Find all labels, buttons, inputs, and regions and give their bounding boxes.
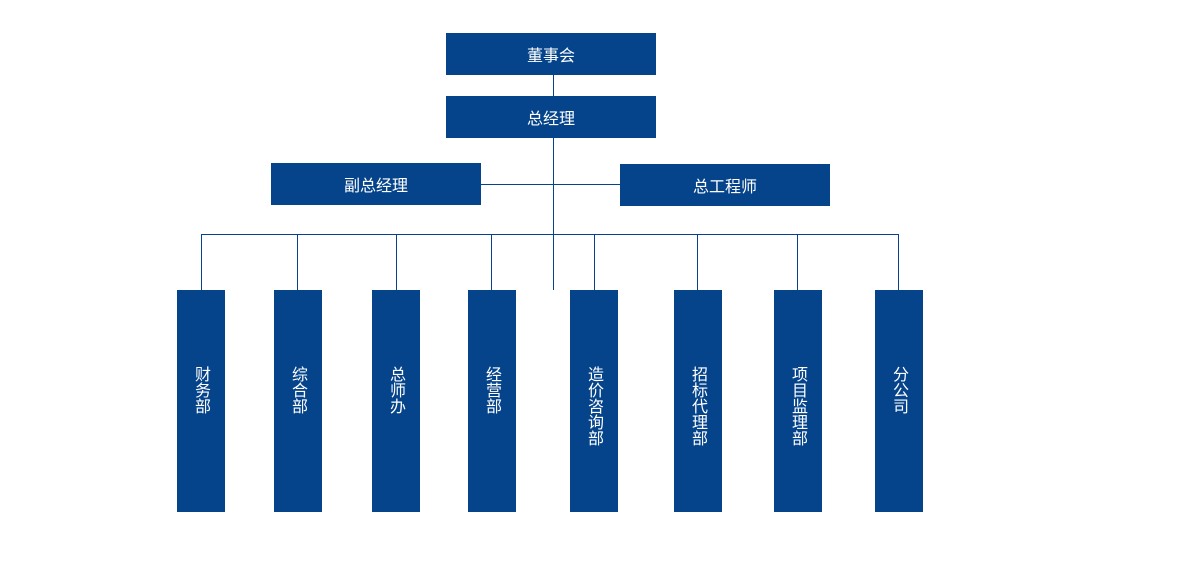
connector-dept-6 [797, 234, 798, 290]
dept-box-cost-consulting: 造价咨询部 [570, 290, 618, 512]
connector-dept-bus [202, 234, 899, 235]
dept-box-bidding-agency: 招标代理部 [674, 290, 722, 512]
dept-label: 财务部 [192, 366, 211, 414]
connector-dept-0 [201, 234, 202, 290]
dept-box-chief-engineer-office: 总师办 [372, 290, 420, 512]
dept-label: 总师办 [387, 366, 406, 414]
connector-dept-2 [396, 234, 397, 290]
board-label: 董事会 [526, 46, 575, 65]
connector-gm-trunk [553, 138, 554, 290]
dept-label: 分公司 [890, 366, 909, 414]
dept-label: 项目监理部 [789, 366, 808, 446]
dept-label: 综合部 [289, 366, 308, 414]
deputy-gm-box: 副总经理 [271, 163, 481, 205]
dept-box-general-affairs: 综合部 [274, 290, 322, 512]
dept-label: 经营部 [483, 366, 502, 414]
dept-box-project-supervision: 项目监理部 [774, 290, 822, 512]
chief-engineer-box: 总工程师 [620, 164, 830, 206]
deputy-gm-label: 副总经理 [343, 176, 408, 195]
dept-box-branch: 分公司 [875, 290, 923, 512]
connector-dept-1 [297, 234, 298, 290]
dept-label: 造价咨询部 [585, 366, 604, 446]
general-manager-label: 总经理 [526, 109, 575, 128]
connector-dept-7 [898, 234, 899, 290]
connector-board-gm [553, 75, 554, 96]
general-manager-box: 总经理 [446, 96, 656, 138]
board-box: 董事会 [446, 33, 656, 75]
connector-dept-4 [594, 234, 595, 290]
connector-deputy-chief [481, 184, 620, 185]
dept-box-operations: 经营部 [468, 290, 516, 512]
dept-label: 招标代理部 [689, 366, 708, 446]
dept-box-finance: 财务部 [177, 290, 225, 512]
connector-dept-5 [697, 234, 698, 290]
chief-engineer-label: 总工程师 [692, 177, 757, 196]
connector-dept-3 [491, 234, 492, 290]
